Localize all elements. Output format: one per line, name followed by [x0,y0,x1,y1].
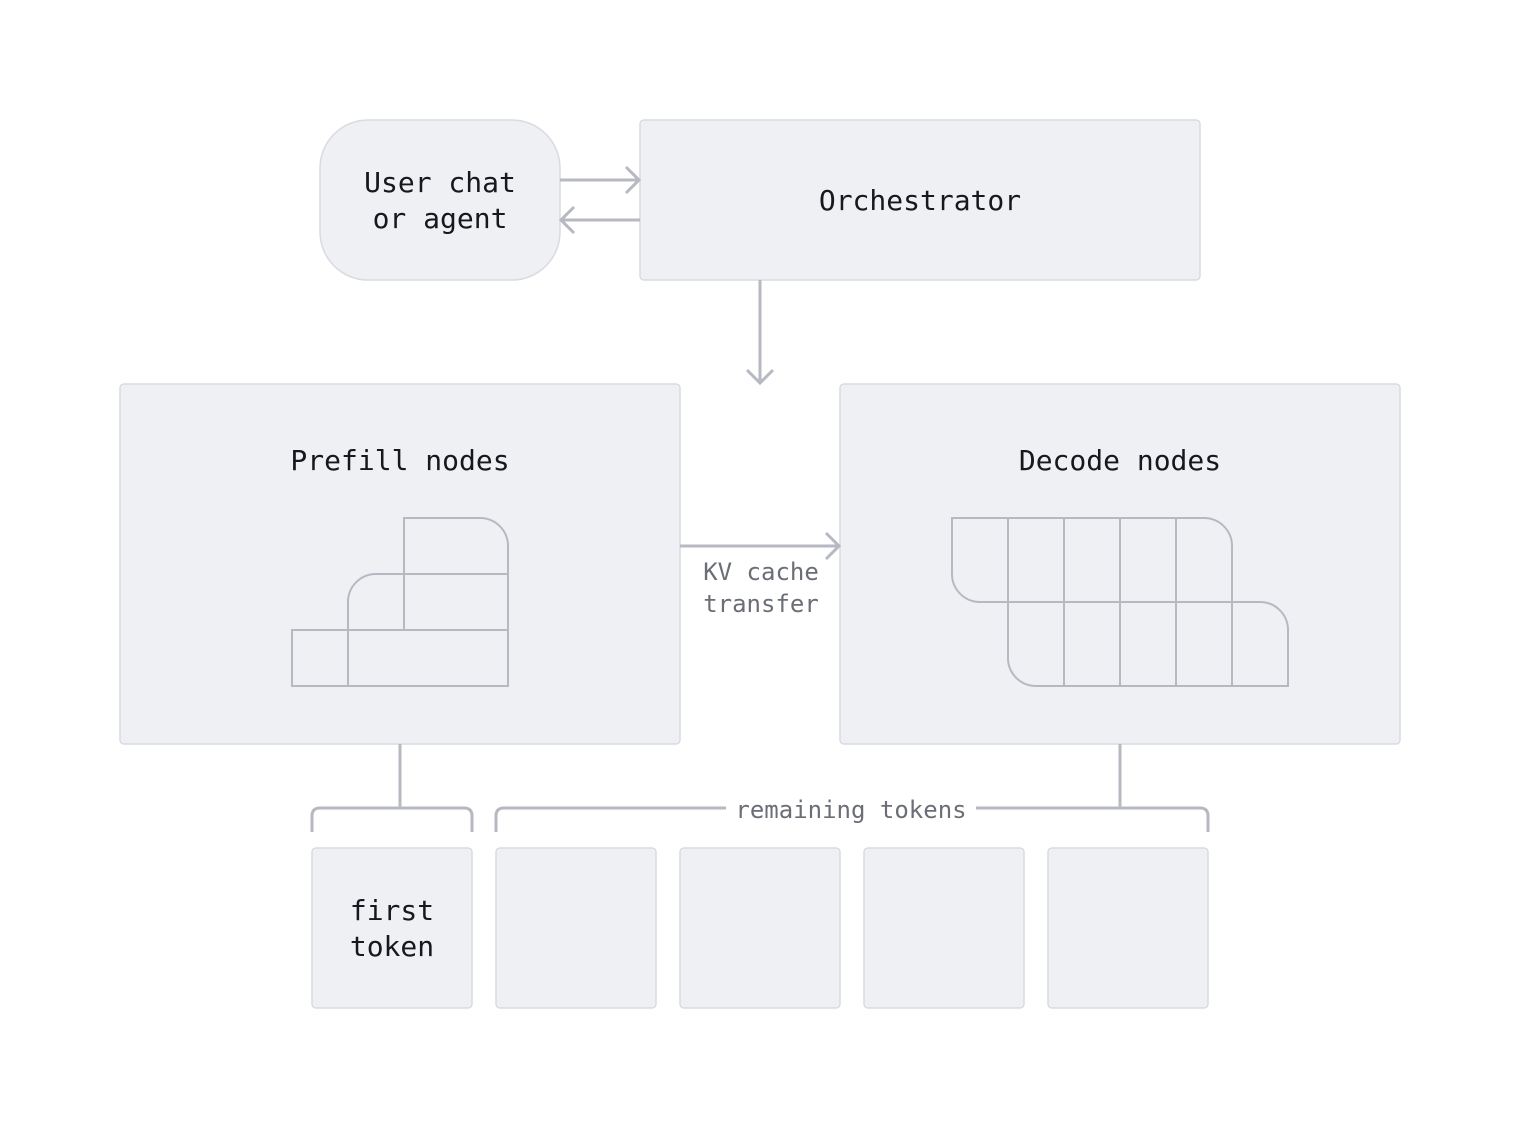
orchestrator-node: Orchestrator [639,119,1201,281]
first-token-label-line1: first [350,894,434,927]
remaining-tokens-label: remaining tokens [735,796,966,824]
remaining-token-box [863,847,1025,1009]
remaining-token-box [1047,847,1209,1009]
orchestrator-down-arrow [745,280,775,386]
kv-transfer-label-line1: KV cache [703,558,819,586]
prefill-label: Prefill nodes [290,444,509,477]
remaining-token-box [679,847,841,1009]
user-node-label-line2: or agent [373,202,508,235]
decode-grid-icon [951,517,1289,687]
decode-label: Decode nodes [1019,444,1221,477]
remaining-tokens-bracket: remaining tokens [494,744,1210,832]
first-token-box: first token [311,847,473,1009]
user-node-label-line1: User chat [364,166,516,199]
remaining-token-box [495,847,657,1009]
user-to-orchestrator-arrow [560,165,642,195]
prefill-node: Prefill nodes [119,383,681,745]
orchestrator-label: Orchestrator [819,184,1021,217]
first-token-label-line2: token [350,930,434,963]
kv-transfer-label-line2: transfer [703,590,819,618]
user-node: User chat or agent [319,119,561,281]
kv-transfer-arrow: KV cache transfer [680,531,842,618]
decode-node: Decode nodes [839,383,1401,745]
first-token-bracket [310,744,474,832]
prefill-attention-grid-icon [291,517,509,687]
orchestrator-to-user-arrow [558,205,640,235]
